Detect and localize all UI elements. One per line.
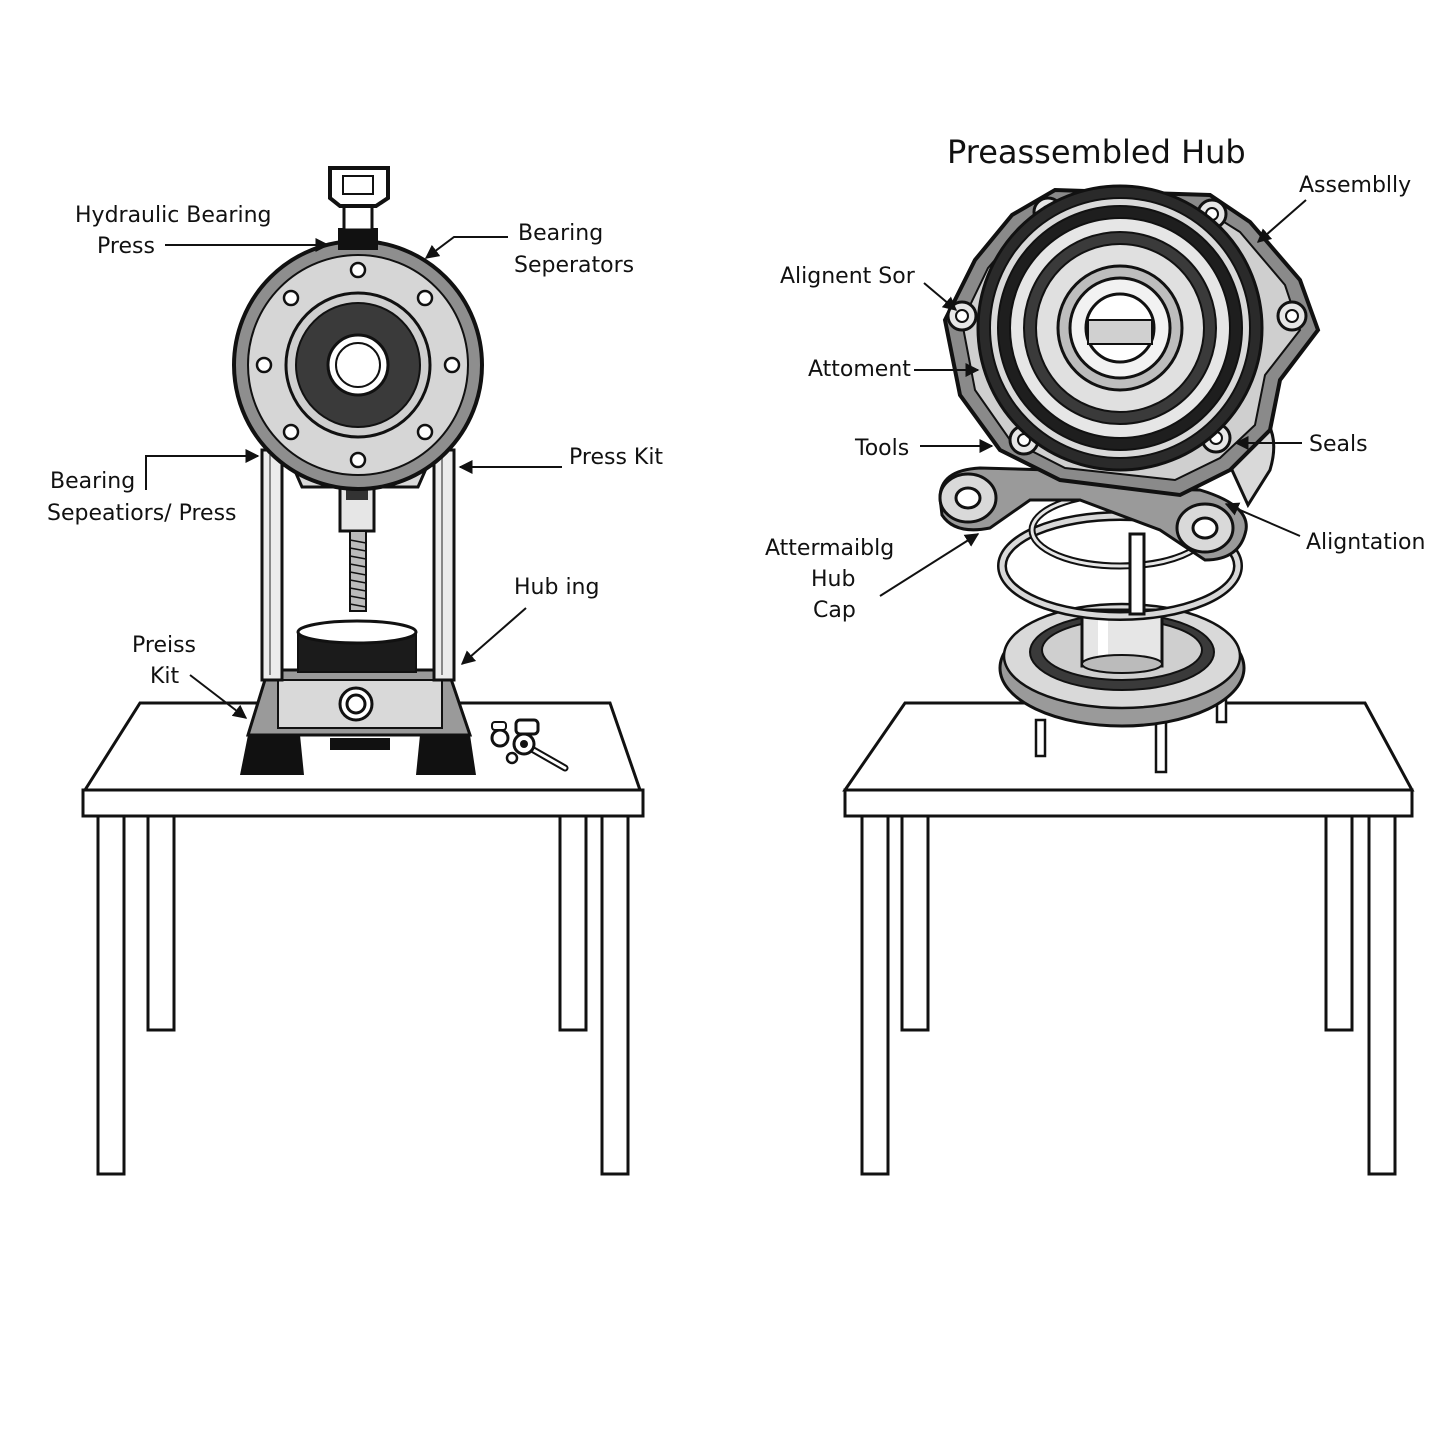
label-alignation: Aligntation: [1224, 502, 1425, 555]
label-seals: Seals: [1234, 432, 1368, 457]
label-bearing-seperators-press-line2: Sepeatiors/ Press: [47, 501, 237, 526]
label-hubing-text: Hub ing: [514, 575, 599, 600]
label-bearing-seperators-press-line1: Bearing: [50, 469, 135, 494]
label-seals-text: Seals: [1309, 432, 1368, 457]
label-alignment-sor: Alignent Sor: [780, 264, 958, 311]
label-attermaible-hub-cap: Attermaiblg Hub Cap: [765, 533, 980, 623]
label-bearing-seperators-press: Bearing Sepeatiors/ Press: [47, 449, 260, 526]
label-hydraulic-bearing-press: Hydraulic Bearing Press: [75, 203, 330, 259]
label-attermaible-hub-cap-line3: Cap: [813, 598, 856, 623]
label-attermaible-hub-cap-line1: Attermaiblg: [765, 536, 894, 561]
hub-bearing-icon: [938, 184, 1321, 774]
label-hydraulic-bearing-press-line1: Hydraulic Bearing: [75, 203, 272, 228]
label-bearing-seperators: Bearing Seperators: [424, 221, 634, 278]
label-press-kit-right-text: Press Kit: [569, 445, 663, 470]
label-tools-text: Tools: [854, 436, 909, 461]
label-attoment: Attoment: [808, 357, 980, 382]
label-attoment-text: Attoment: [808, 357, 911, 382]
label-press-kit-right: Press Kit: [458, 445, 663, 474]
label-alignation-text: Aligntation: [1306, 530, 1425, 555]
wrench-icon: [490, 718, 569, 772]
label-hydraulic-bearing-press-line2: Press: [97, 234, 155, 259]
label-bearing-seperators-line1: Bearing: [518, 221, 603, 246]
label-bearing-seperators-line2: Seperators: [514, 253, 634, 278]
label-tools: Tools: [854, 436, 994, 461]
label-attermaible-hub-cap-line2: Hub: [811, 567, 855, 592]
right-workbench: [842, 701, 1415, 1176]
label-assembly-text: Assemblly: [1299, 173, 1411, 198]
left-workbench: [81, 701, 645, 1176]
label-hubing: Hub ing: [460, 575, 599, 665]
label-press-kit-left-line1: Preiss: [132, 633, 196, 658]
diagram-title: Preassembled Hub: [947, 133, 1246, 171]
label-press-kit-left: Preiss Kit: [132, 633, 248, 719]
label-assembly: Assemblly: [1256, 173, 1411, 243]
label-alignment-sor-text: Alignent Sor: [780, 264, 916, 289]
label-press-kit-left-line2: Kit: [150, 664, 180, 689]
hydraulic-press-icon: [232, 166, 484, 775]
